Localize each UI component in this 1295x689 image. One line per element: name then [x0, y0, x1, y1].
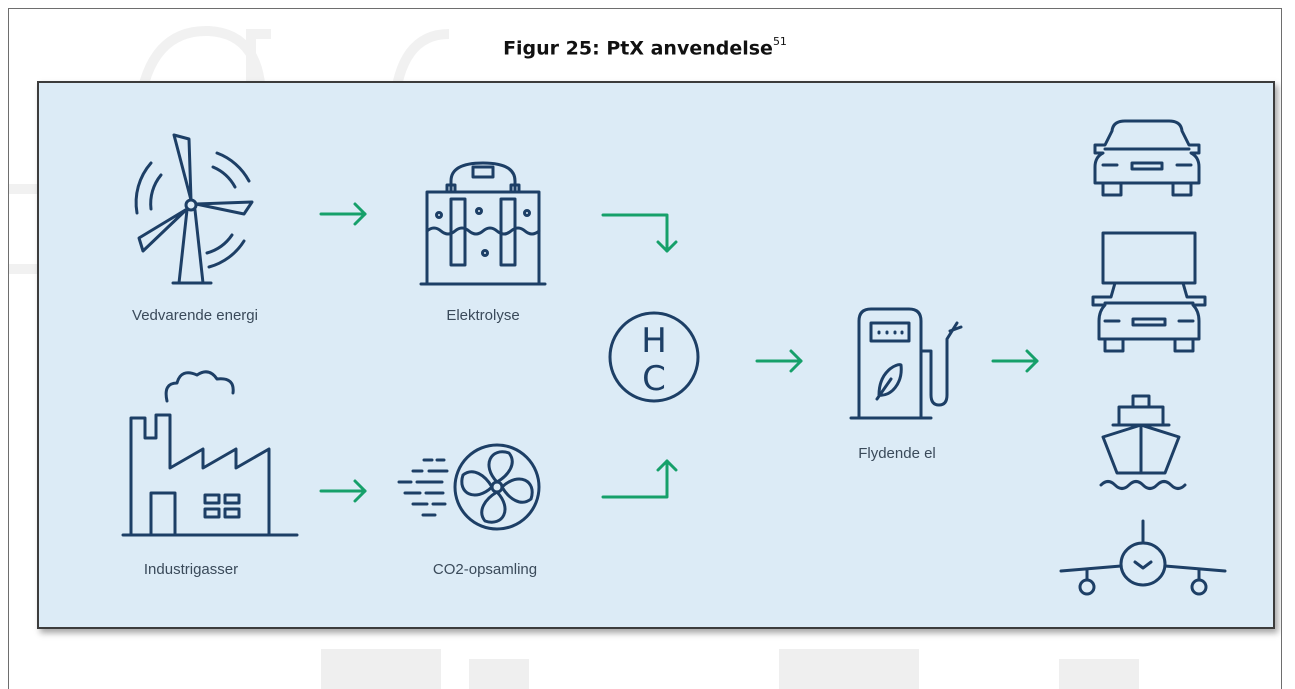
arrow-fuel-to-vehicles — [991, 349, 1039, 373]
label-co2-capture: CO2-opsamling — [432, 561, 538, 578]
fuel-pump-icon — [849, 307, 963, 420]
arrow-co2-to-hc — [601, 459, 678, 499]
ptx-diagram-drawing: H C — [121, 119, 1227, 596]
ptx-diagram-panel: H C — [37, 81, 1275, 629]
electrolyser-icon — [419, 161, 547, 286]
airplane-icon — [1059, 519, 1227, 596]
hydrocarbon-circle-icon: H C — [608, 311, 700, 403]
arrow-hc-to-fuel — [755, 349, 803, 373]
figure-title-text: Figur 25: PtX anvendelse — [503, 37, 773, 60]
car-icon — [1093, 119, 1201, 197]
label-renewable-energy: Vedvarende energi — [132, 307, 258, 324]
label-electrolysis: Elektrolyse — [446, 307, 520, 324]
co2-capture-fan-icon — [397, 443, 541, 531]
factory-icon — [121, 370, 299, 537]
wind-turbine-icon — [134, 133, 254, 285]
hc-letter-h: H — [641, 321, 667, 361]
label-liquid-electricity: Flydende el — [858, 445, 936, 462]
label-industrial-gases: Industrigasser — [143, 561, 239, 578]
footnote-reference: 51 — [772, 35, 787, 48]
figure-title: Figur 25: PtX anvendelse51 — [9, 35, 1281, 60]
truck-icon — [1091, 231, 1207, 353]
ship-icon — [1099, 394, 1187, 490]
arrow-wind-to-electrolysis — [319, 202, 367, 226]
figure-page: Figur 25: PtX anvendelse51 — [8, 8, 1282, 689]
hc-letter-c: C — [642, 359, 666, 399]
arrow-electrolysis-to-hc — [601, 213, 678, 253]
arrow-industry-to-co2 — [319, 479, 367, 503]
